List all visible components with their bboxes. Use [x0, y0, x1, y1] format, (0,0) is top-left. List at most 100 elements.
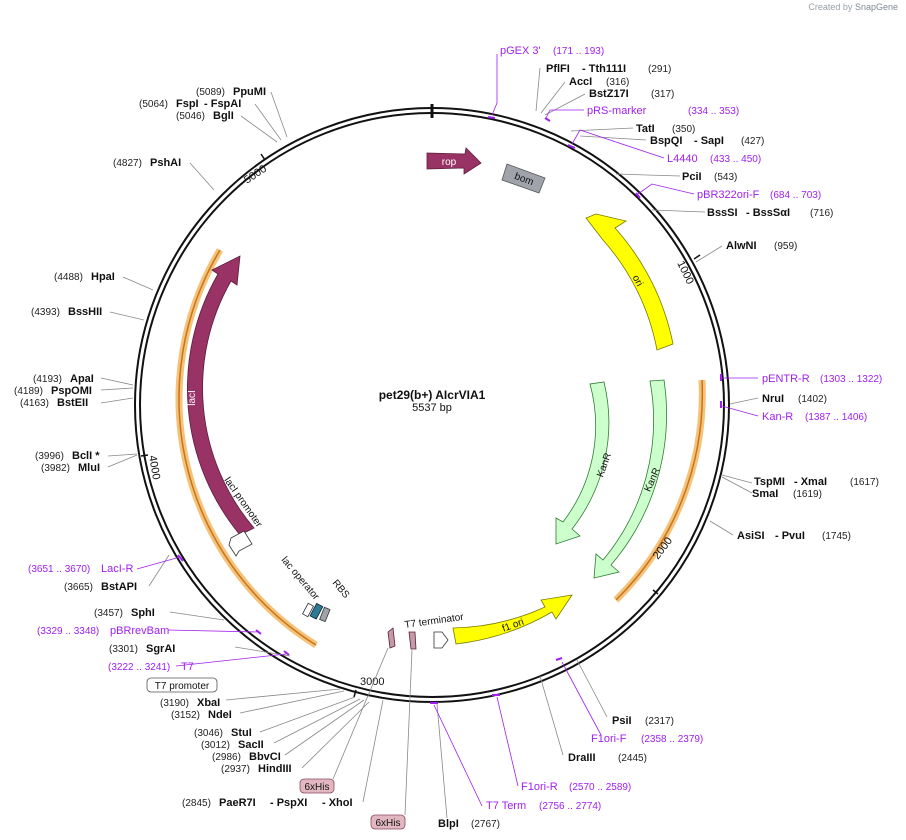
rbs-label: RBS [330, 578, 352, 601]
feature-his1[interactable] [387, 627, 396, 649]
enzyme-bbvci[interactable]: BbvCI [249, 751, 281, 763]
primer-t7-term[interactable]: T7 Term [486, 800, 526, 812]
feature-his2[interactable] [408, 631, 417, 650]
feature-bom[interactable]: bom [501, 163, 546, 194]
tick-4000: 4000 [146, 454, 162, 480]
enzyme-sapi[interactable]: - SapI [694, 135, 724, 147]
pos-ndei: (3152) [171, 710, 200, 721]
enzyme-bsshii[interactable]: BssHII [68, 306, 102, 318]
pos-fspi: (5064) [139, 99, 168, 110]
enzyme-ppumi[interactable]: PpuMI [233, 86, 266, 98]
primer-laci-r[interactable]: LacI-R [101, 563, 133, 575]
enzyme-xhoi[interactable]: - XhoI [322, 797, 353, 809]
tick-2000: 2000 [651, 535, 675, 562]
lac-operator-label: lac operator [279, 555, 322, 603]
t7-promoter-label: T7 promoter [155, 681, 210, 692]
enzyme-asisi[interactable]: AsiSI [737, 530, 765, 542]
enzyme-bsssi[interactable]: BssSI [707, 207, 738, 219]
enzyme-psii[interactable]: PsiI [612, 715, 632, 727]
his1-label: 6xHis [304, 782, 329, 793]
enzyme-tati[interactable]: TatI [636, 123, 655, 135]
enzyme-tth111i[interactable]: - Tth111I [582, 63, 626, 75]
orf-arc-kan-inner [615, 379, 704, 601]
enzyme-bstz17i[interactable]: BstZ17I [589, 88, 629, 100]
enzyme-xmai[interactable]: - XmaI [794, 476, 827, 488]
primer-laci-r-range: (3651 .. 3670) [28, 564, 90, 575]
enzyme-pspomi[interactable]: PspOMI [51, 385, 92, 397]
enzyme-xbai[interactable]: XbaI [197, 697, 220, 709]
primer-pgex3[interactable]: pGEX 3' [500, 45, 541, 57]
enzyme-sacii[interactable]: SacII [238, 739, 264, 751]
enzyme-alwni[interactable]: AlwNI [726, 240, 757, 252]
enzyme-tspmi[interactable]: TspMI [754, 476, 785, 488]
tick-3000: 3000 [360, 676, 384, 688]
pos-hpai: (4488) [54, 272, 83, 283]
feature-rop[interactable]: rop [426, 147, 482, 175]
enzyme-acci[interactable]: AccI [569, 76, 592, 88]
laci-label: lacI [187, 390, 198, 406]
enzyme-hindiii[interactable]: HindIII [258, 763, 292, 775]
pos-hindiii: (2937) [221, 764, 250, 775]
pos-bcli: (3996) [35, 451, 64, 462]
primer-kan-r-range: (1387 .. 1406) [805, 412, 867, 423]
primer-pbrrevbam-range: (3329 .. 3348) [37, 626, 99, 637]
enzyme-pflfi[interactable]: PflFI [546, 63, 570, 75]
enzyme-mlui[interactable]: MluI [78, 462, 100, 474]
enzyme-draiii[interactable]: DraIII [568, 752, 596, 764]
primer-pentr-r[interactable]: pENTR-R [762, 373, 810, 385]
enzyme-bcli[interactable]: BclI * [72, 450, 100, 462]
t7-promoter-box[interactable]: T7 promoter [146, 677, 218, 693]
enzyme-fspai[interactable]: - FspAI [204, 98, 241, 110]
primer-kan-r[interactable]: Kan-R [762, 411, 793, 423]
enzyme-pcii[interactable]: PciI [682, 171, 702, 183]
enzyme-stui[interactable]: StuI [231, 727, 252, 739]
enzyme-paer7i[interactable]: PaeR7I [219, 797, 256, 809]
primer-pbrrevbam[interactable]: pBRrevBam [110, 625, 169, 637]
his-box-1[interactable]: 6xHis [299, 647, 389, 794]
enzyme-sphi[interactable]: SphI [131, 607, 155, 619]
primer-prs-marker[interactable]: pRS-marker [587, 105, 647, 117]
primer-labels: pGEX 3' (171 .. 193) pRS-marker (334 .. … [28, 45, 882, 812]
enzyme-bstapi[interactable]: BstAPI [101, 581, 137, 593]
feature-kanr-inner[interactable]: KanR [555, 381, 614, 545]
feature-rbs[interactable]: RBS [319, 578, 352, 623]
plasmid-name: pet29(b+) AIcrVIA1 [379, 388, 486, 402]
snapgene-brand: SnapGene [854, 2, 898, 12]
enzyme-pshai[interactable]: PshAI [150, 157, 181, 169]
primer-f1ori-f-range: (2358 .. 2379) [641, 734, 703, 745]
enzyme-sgrai[interactable]: SgrAI [146, 643, 175, 655]
enzyme-pvui[interactable]: - PvuI [775, 530, 805, 542]
enzyme-bsteii[interactable]: BstEII [57, 397, 88, 409]
snapgene-credit: Created by SnapGene [808, 2, 898, 12]
primer-t7[interactable]: T7 [181, 661, 194, 673]
enzyme-bspqi[interactable]: BspQI [650, 135, 682, 147]
enzyme-bgli[interactable]: BglI [213, 110, 234, 122]
enzyme-blpi[interactable]: BlpI [438, 818, 459, 830]
primer-pgex3-range: (171 .. 193) [553, 46, 604, 57]
enzyme-leaders [100, 67, 759, 819]
primer-f1ori-f[interactable]: F1ori-F [591, 733, 627, 745]
primer-pbr322ori-f-range: (684 .. 703) [770, 190, 821, 201]
pos-pspomi: (4189) [14, 386, 43, 397]
enzyme-pspxi[interactable]: - PspXI [270, 797, 307, 809]
enzyme-bsssai[interactable]: - BssSαI [746, 207, 790, 219]
pos-sphi: (3457) [94, 608, 123, 619]
enzyme-nrui[interactable]: NruI [762, 393, 784, 405]
enzyme-apai[interactable]: ApaI [70, 373, 94, 385]
his-box-2[interactable]: 6xHis [370, 649, 413, 830]
enzyme-hpai[interactable]: HpaI [91, 271, 115, 283]
enzyme-fspi[interactable]: FspI [176, 98, 199, 110]
primer-pbr322ori-f[interactable]: pBR322ori-F [697, 189, 760, 201]
pos-psii: (2317) [645, 716, 674, 727]
feature-ori[interactable]: ori [585, 213, 674, 351]
feature-laci[interactable]: lacI [187, 255, 255, 536]
primer-f1ori-r[interactable]: F1ori-R [521, 781, 558, 793]
primer-l4440[interactable]: L4440 [667, 153, 698, 165]
enzyme-ndei[interactable]: NdeI [208, 709, 232, 721]
ori-label: ori [630, 273, 645, 288]
enzyme-smai[interactable]: SmaI [752, 488, 778, 500]
feature-f1ori[interactable]: f1 ori [452, 594, 573, 645]
orf-arcs [175, 248, 706, 648]
primer-prs-marker-range: (334 .. 353) [688, 106, 739, 117]
feature-lac-operator[interactable]: lac operator [279, 555, 324, 620]
